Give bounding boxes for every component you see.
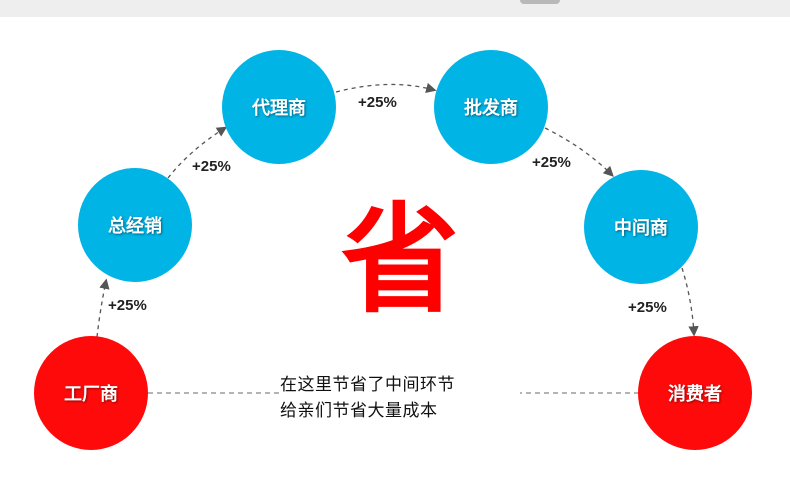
node-factory-label: 工厂商	[64, 384, 118, 405]
markup-factory-distributor: +25%	[108, 297, 147, 314]
node-consumer: 消费者	[638, 336, 752, 450]
node-factory: 工厂商	[34, 336, 148, 450]
node-agent: 代理商	[222, 50, 336, 164]
arrow-factory-distributor	[96, 278, 110, 338]
node-middleman-label: 中间商	[614, 218, 668, 239]
note-line-2: 给亲们节省大量成本	[280, 396, 520, 421]
top-band-shadow	[520, 0, 560, 4]
node-distributor-label: 总经销	[108, 216, 162, 237]
node-middleman: 中间商	[584, 170, 698, 284]
node-agent-label: 代理商	[252, 98, 306, 119]
note-line-1: 在这里节省了中间环节	[280, 370, 520, 395]
node-consumer-label: 消费者	[668, 384, 722, 405]
arrow-agent-wholesaler	[335, 82, 437, 93]
markup-distributor-agent: +25%	[192, 158, 231, 175]
markup-wholesaler-middleman: +25%	[532, 154, 571, 171]
markup-middleman-consumer: +25%	[628, 299, 667, 316]
arrow-wholesaler-middleman	[544, 127, 614, 177]
node-distributor: 总经销	[78, 168, 192, 282]
center-save-character: 省	[340, 191, 459, 329]
node-wholesaler: 批发商	[434, 50, 548, 164]
top-band	[0, 0, 790, 17]
arrow-middleman-consumer	[681, 267, 699, 337]
node-wholesaler-label: 批发商	[464, 98, 518, 119]
markup-agent-wholesaler: +25%	[358, 94, 397, 111]
